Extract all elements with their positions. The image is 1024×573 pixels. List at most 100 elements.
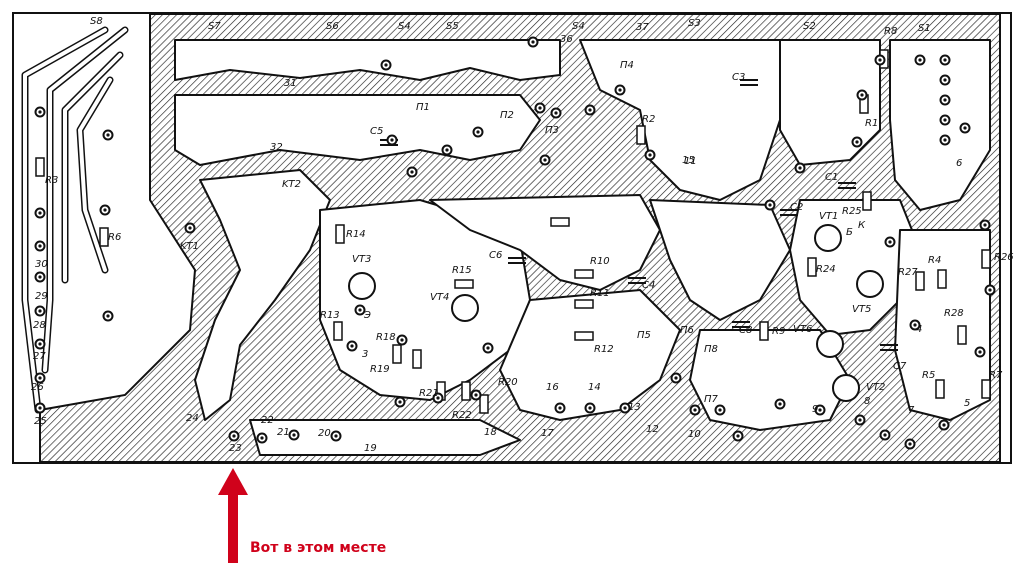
- label-r4: R4: [928, 255, 941, 266]
- label-22: 22: [261, 415, 274, 426]
- label-20: 20: [318, 428, 331, 439]
- label-c1: C1: [825, 172, 838, 183]
- label-kt2: KT2: [282, 179, 301, 190]
- label-21: 21: [277, 427, 290, 438]
- label-10: 10: [688, 429, 701, 440]
- pad-hole: [486, 346, 490, 350]
- pad-hole: [618, 88, 622, 92]
- pad-hole: [798, 166, 802, 170]
- label-17: 17: [541, 428, 554, 439]
- label-28: 28: [33, 320, 46, 331]
- pad-hole: [103, 208, 107, 212]
- annotation-caption: Вот в этом месте: [250, 540, 387, 556]
- label-p7: П7: [704, 394, 719, 405]
- pad-hole: [554, 111, 558, 115]
- label-p2: П2: [500, 110, 514, 121]
- pad-hole: [883, 433, 887, 437]
- label-vt6: VT6: [793, 324, 812, 335]
- label-s3: S3: [688, 18, 701, 29]
- pad-hole: [38, 211, 42, 215]
- pad-hole: [38, 376, 42, 380]
- label-r27: R27: [898, 267, 918, 278]
- pad-hole: [38, 110, 42, 114]
- label-p3: П3: [545, 125, 559, 136]
- label-s7: S7: [208, 21, 221, 32]
- pad-hole: [860, 93, 864, 97]
- pad-hole: [943, 98, 947, 102]
- pad-hole: [908, 442, 912, 446]
- label-vt4: VT4: [430, 292, 449, 303]
- label-r20: R20: [498, 377, 518, 388]
- label-32: 32: [270, 142, 283, 153]
- label-r14: R14: [346, 229, 366, 240]
- label-c2: C2: [790, 202, 803, 213]
- pad-hole: [978, 350, 982, 354]
- label-26: 26: [31, 382, 44, 393]
- label-s8: S8: [90, 16, 103, 27]
- label-r3: R3: [45, 175, 58, 186]
- label-19: 19: [364, 443, 377, 454]
- pad-hole: [778, 402, 782, 406]
- pad-hole: [531, 40, 535, 44]
- pad-hole: [106, 133, 110, 137]
- label-r15: R15: [452, 265, 472, 276]
- pad-hole: [543, 158, 547, 162]
- pad-hole: [736, 434, 740, 438]
- label-r10: R10: [590, 256, 610, 267]
- label-c6: C6: [489, 250, 502, 261]
- label-c5: C5: [370, 126, 383, 137]
- label-kt1: KT1: [180, 241, 199, 252]
- pad-hole: [963, 126, 967, 130]
- label-c4: C4: [642, 280, 655, 291]
- label-p8: П8: [704, 344, 718, 355]
- pad-hole: [588, 108, 592, 112]
- label-s4-a: S4: [398, 21, 411, 32]
- pad-hole: [410, 170, 414, 174]
- pad-hole: [232, 434, 236, 438]
- label-r13: R13: [320, 310, 340, 321]
- pad-hole: [538, 106, 542, 110]
- label-s6: S6: [326, 21, 339, 32]
- pad-hole: [188, 226, 192, 230]
- pad-hole: [943, 58, 947, 62]
- pad-hole: [445, 148, 449, 152]
- pad-hole: [942, 423, 946, 427]
- label-14: 14: [588, 382, 601, 393]
- label-s1: S1: [918, 23, 931, 34]
- resistors: [35, 49, 991, 414]
- label-r12: R12: [594, 344, 614, 355]
- pad-hole: [718, 408, 722, 412]
- label-12: 12: [646, 424, 659, 435]
- pad-hole: [858, 418, 862, 422]
- red-arrow: [218, 468, 248, 563]
- label-25: 25: [34, 416, 47, 427]
- label-27: 27: [33, 351, 46, 362]
- label-r11: R11: [590, 288, 610, 299]
- pad-hole: [334, 434, 338, 438]
- pad-hole: [38, 309, 42, 313]
- pad-hole: [400, 338, 404, 342]
- pad-hole: [768, 203, 772, 207]
- pad-hole: [943, 78, 947, 82]
- pad-hole: [855, 140, 859, 144]
- pad-hole: [292, 433, 296, 437]
- label-vt3: VT3: [352, 254, 371, 265]
- label-18: 18: [484, 427, 497, 438]
- label-r25: R25: [842, 206, 862, 217]
- label-5: 5: [964, 398, 970, 409]
- label-29: 29: [35, 291, 48, 302]
- pad-hole: [674, 376, 678, 380]
- label-c3: C3: [732, 72, 745, 83]
- pad-hole: [474, 393, 478, 397]
- label-p1: П1: [416, 102, 430, 113]
- pad-hole: [888, 240, 892, 244]
- pad-hole: [558, 406, 562, 410]
- label-15: 15: [682, 155, 695, 166]
- label-s2: S2: [803, 21, 816, 32]
- label-30: 30: [35, 259, 48, 270]
- pad-hole: [436, 396, 440, 400]
- solder-pads: [34, 36, 996, 450]
- label-r26: R26: [994, 252, 1014, 263]
- label-r18: R18: [376, 332, 396, 343]
